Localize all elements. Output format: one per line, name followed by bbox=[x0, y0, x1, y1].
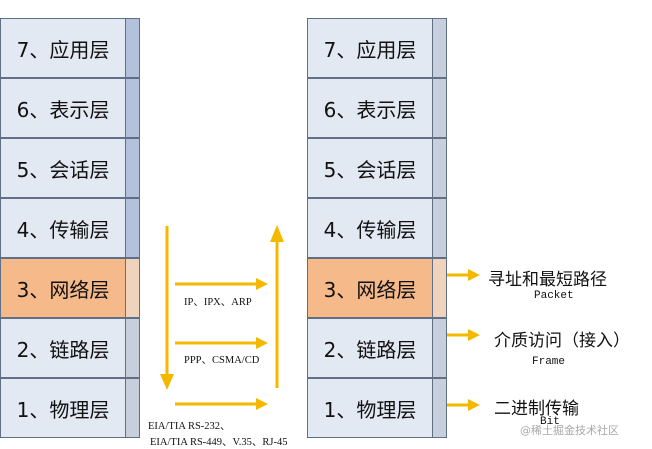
layer-label: 2、链路层 bbox=[16, 337, 110, 362]
arrow-link-h-head bbox=[256, 337, 268, 349]
unit-physical: Bit bbox=[540, 416, 560, 428]
right-layer-1: 1、物理层 bbox=[307, 378, 447, 438]
left-layer-6: 6、表示层 bbox=[0, 78, 140, 138]
left-layer-3: 3、网络层 bbox=[0, 258, 140, 318]
protocol-link: PPP、CSMA/CD bbox=[184, 355, 260, 366]
arrow-physical-h-head bbox=[256, 398, 268, 410]
protocol-physical-line2: EIA/TIA RS-449、V.35、RJ-45 bbox=[150, 437, 288, 448]
left-layer-7: 7、应用层 bbox=[0, 18, 140, 78]
function-network: 寻址和最短路径 bbox=[488, 270, 607, 290]
arrow-network-h-head bbox=[256, 278, 268, 290]
right-layer-3: 3、网络层 bbox=[307, 258, 447, 318]
left-layer-4: 4、传输层 bbox=[0, 198, 140, 258]
watermark: @稀土掘金技术社区 bbox=[520, 424, 619, 437]
left-layer-1: 1、物理层 bbox=[0, 378, 140, 438]
layer-label: 1、物理层 bbox=[16, 397, 110, 422]
arrow-link-out-head bbox=[468, 329, 480, 341]
right-layer-6: 6、表示层 bbox=[307, 78, 447, 138]
left-layer-5: 5、会话层 bbox=[0, 138, 140, 198]
layer-label: 4、传输层 bbox=[16, 217, 110, 242]
arrow-network-out-head bbox=[468, 269, 480, 281]
right-layer-2: 2、链路层 bbox=[307, 318, 447, 378]
right-layer-7: 7、应用层 bbox=[307, 18, 447, 78]
arrow-down-left-head bbox=[160, 374, 174, 390]
left-layer-2: 2、链路层 bbox=[0, 318, 140, 378]
layer-label: 4、传输层 bbox=[323, 217, 417, 242]
function-link: 介质访问（接入） bbox=[494, 331, 630, 351]
arrow-up-right-head bbox=[270, 225, 284, 242]
layer-label: 1、物理层 bbox=[323, 397, 417, 422]
right-layer-4: 4、传输层 bbox=[307, 198, 447, 258]
layer-label: 6、表示层 bbox=[323, 97, 417, 122]
unit-link: Frame bbox=[532, 356, 566, 368]
protocol-physical-line1: EIA/TIA RS-232、 bbox=[148, 421, 231, 432]
function-physical: 二进制传输 bbox=[494, 399, 579, 419]
layer-label: 5、会话层 bbox=[16, 157, 110, 182]
right-layer-5: 5、会话层 bbox=[307, 138, 447, 198]
arrow-physical-out-head bbox=[468, 399, 480, 411]
layer-label: 6、表示层 bbox=[16, 97, 110, 122]
layer-label: 5、会话层 bbox=[323, 157, 417, 182]
layer-label: 3、网络层 bbox=[16, 277, 110, 302]
layer-label: 7、应用层 bbox=[323, 37, 417, 62]
unit-network: Packet bbox=[534, 290, 574, 302]
layer-label: 2、链路层 bbox=[323, 337, 417, 362]
layer-label: 7、应用层 bbox=[16, 37, 110, 62]
layer-label: 3、网络层 bbox=[323, 277, 417, 302]
protocol-network: IP、IPX、ARP bbox=[184, 297, 252, 308]
